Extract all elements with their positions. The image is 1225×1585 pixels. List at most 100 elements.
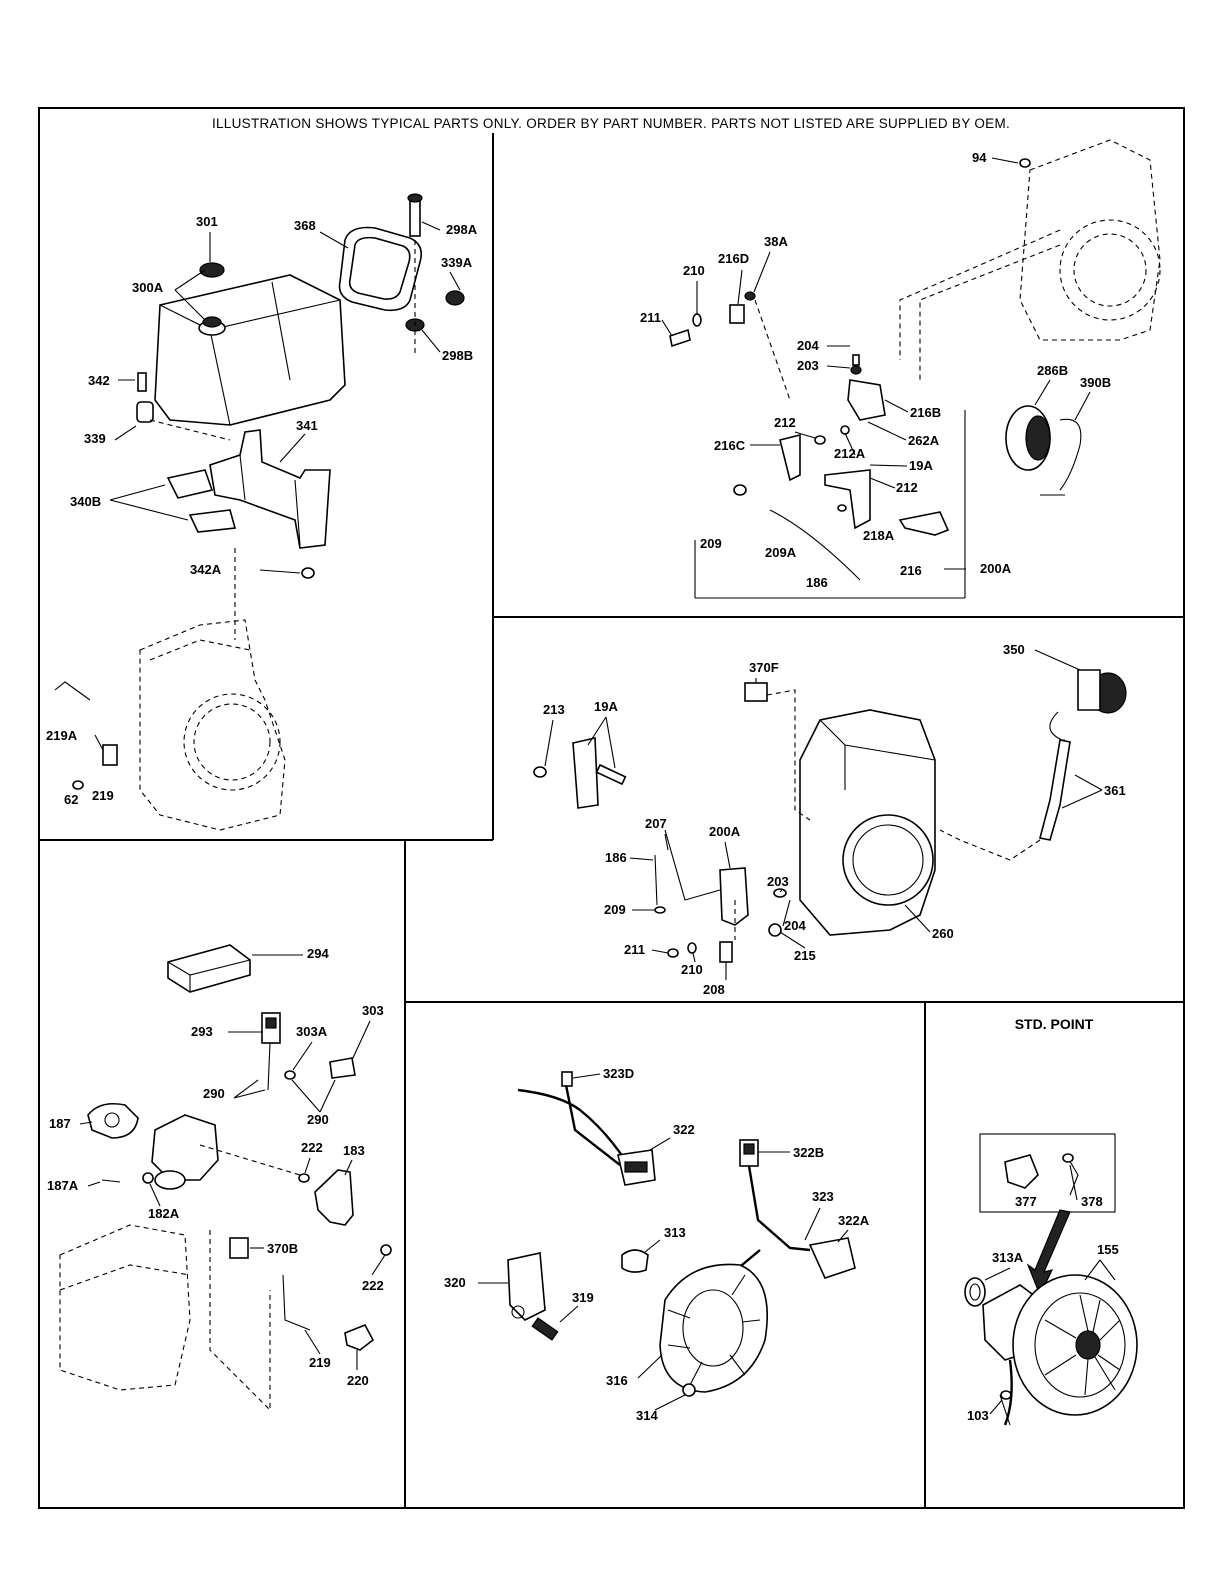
part-label: 209A [765,545,797,560]
part-label: 200A [709,824,741,839]
blower-housing-leader-lines [544,649,1103,980]
part-label: 339A [441,255,473,270]
part-label: 350 [1003,642,1025,657]
part-label: 298B [442,348,473,363]
part-label: 212 [774,415,796,430]
part-label: 323D [603,1066,634,1081]
part-label: 368 [294,218,316,233]
part-label: 339 [84,431,106,446]
part-label: 19A [594,699,618,714]
part-label: 186 [806,575,828,590]
part-label: 322 [673,1122,695,1137]
fuel-tank-leader-lines [94,221,461,751]
panel-frames [38,107,1185,1509]
part-label: 342 [88,373,110,388]
part-label: 301 [196,214,218,229]
part-label: 323 [812,1189,834,1204]
blower-housing-illustration [533,669,1127,963]
ignition-part-labels: 377 378 313A 155 103 [967,1194,1119,1423]
part-label: 155 [1097,1242,1119,1257]
ignition-leader-lines [984,1164,1116,1415]
part-label: 204 [784,918,806,933]
part-label: 213 [543,702,565,717]
part-label: 286B [1037,363,1068,378]
part-label: 222 [301,1140,323,1155]
part-label: 298A [446,222,478,237]
part-label: 183 [343,1143,365,1158]
part-label: 200A [980,561,1012,576]
part-label: 209 [700,536,722,551]
part-label: 293 [191,1024,213,1039]
part-label: 322A [838,1213,870,1228]
part-label: 215 [794,948,816,963]
part-label: 62 [64,792,78,807]
alternator-illustration [507,1071,856,1397]
part-label: 303 [362,1003,384,1018]
part-label: 218A [863,528,895,543]
part-label: 208 [703,982,725,997]
part-label: 342A [190,562,222,577]
part-label: 313A [992,1250,1024,1265]
carburetor-leader-lines [79,954,386,1370]
part-label: 303A [296,1024,328,1039]
part-label: 341 [296,418,318,433]
fuel-tank-part-labels: 301 300A 368 298A 339A 298B 342 339 341 … [46,214,478,807]
part-label: 186 [605,850,627,865]
governor-illustration [669,139,1161,599]
part-label: 314 [636,1408,658,1423]
part-label: 294 [307,946,329,961]
part-label: 216D [718,251,749,266]
part-label: 211 [624,942,645,957]
part-label: 103 [967,1408,989,1423]
governor-leader-lines [661,157,1091,570]
part-label: 300A [132,280,164,295]
part-label: 182A [148,1206,180,1221]
part-label: 378 [1081,1194,1103,1209]
carburetor-part-labels: 294 293 303A 303 290 290 187 222 183 187… [47,946,384,1388]
part-label: 262A [908,433,940,448]
blower-housing-part-labels: 350 370F 213 19A 361 207 200A 186 203 20… [543,642,1126,997]
part-label: 219 [309,1355,331,1370]
part-label: 390B [1080,375,1111,390]
std-point-title: STD. POINT [1015,1016,1094,1032]
part-label: 187A [47,1178,79,1193]
part-label: 316 [606,1373,628,1388]
part-label: 219 [92,788,114,803]
part-label: 313 [664,1225,686,1240]
part-label: 211 [640,310,661,325]
part-label: 319 [572,1290,594,1305]
part-label: 370F [749,660,779,675]
part-label: 340B [70,494,101,509]
part-label: 38A [764,234,788,249]
part-label: 210 [683,263,705,278]
part-label: 204 [797,338,819,353]
alternator-part-labels: 323D 322 322B 323 322A 313 320 319 316 3… [444,1066,870,1423]
part-label: 212 [896,480,918,495]
carburetor-illustration [59,944,392,1412]
part-label: 370B [267,1241,298,1256]
alternator-leader-lines [478,1073,849,1411]
part-label: 322B [793,1145,824,1160]
part-label: 219A [46,728,78,743]
part-label: 94 [972,150,987,165]
part-label: 187 [49,1116,71,1131]
governor-part-labels: 94 38A 210 216D 211 204 203 286B 390B 21… [640,150,1111,590]
part-label: 260 [932,926,954,941]
fuel-tank-illustration [54,193,465,831]
part-label: 290 [203,1086,225,1101]
part-label: 209 [604,902,626,917]
part-label: 19A [909,458,933,473]
part-label: 212A [834,446,866,461]
part-label: 216C [714,438,746,453]
part-label: 377 [1015,1194,1037,1209]
part-label: 320 [444,1275,466,1290]
part-label: 207 [645,816,667,831]
part-label: 290 [307,1112,329,1127]
part-label: 203 [767,874,789,889]
part-label: 220 [347,1373,369,1388]
ignition-illustration [964,1133,1138,1426]
part-label: 216 [900,563,922,578]
part-label: 222 [362,1278,384,1293]
part-label: 216B [910,405,941,420]
